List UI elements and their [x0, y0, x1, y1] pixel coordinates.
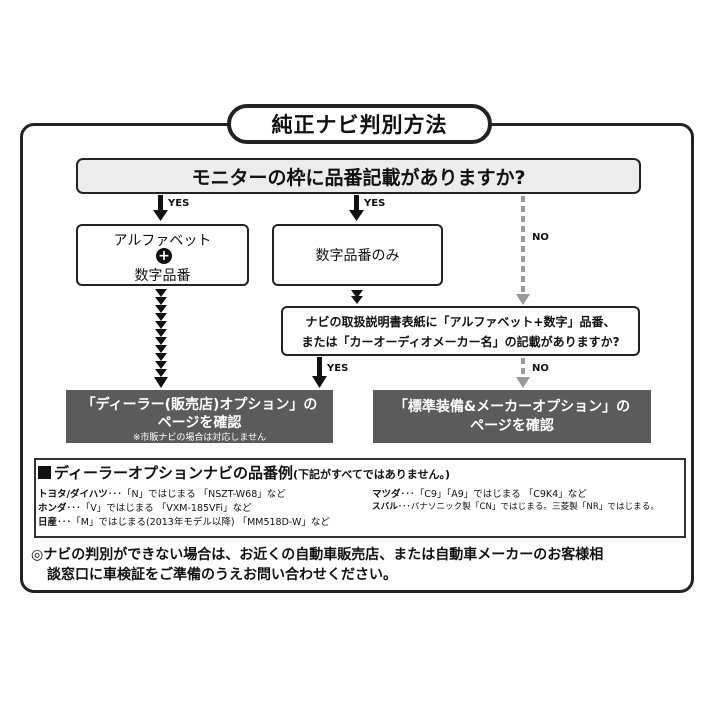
example-text: ･･･「N」ではじまる 「NSZT-W68」など: [107, 489, 286, 500]
box-alphabet-plus-number: アルファベット + 数字品番: [76, 224, 249, 286]
yes-label-lower: YES: [327, 363, 349, 374]
example-text: ･･･「V」ではじまる 「VXM-185VFi」など: [66, 503, 252, 514]
example-maker: トヨタ/ダイハツ: [38, 489, 108, 500]
no-label-lower: NO: [532, 363, 549, 374]
example-text: ･･･パナソニック製「CN」ではじまる。三菱製「NR」ではじまる。: [397, 502, 659, 512]
example-text: ･･･「M」ではじまる(2013年モデル以降) 「MM518D-W」など: [57, 517, 330, 528]
yes-label-middle: YES: [364, 198, 386, 209]
result-dealer-note: ※市販ナビの場合は対応しません: [132, 433, 267, 443]
chevron-chain-left: [154, 289, 168, 388]
result-standard-maker-option: 「標準装備&メーカーオプション」の ページを確認: [373, 390, 651, 443]
question-monitor-part-number: モニターの枠に品番記載がありますか?: [76, 158, 641, 194]
yes-arrow-middle: [349, 195, 364, 221]
question-manual-line2: または「カーオーディオメーカー名」の記載がありますか?: [301, 335, 620, 349]
example-maker: スバル: [372, 502, 398, 512]
question-manual-cover: ナビの取扱説明書表紙に「アルファベット+数字」品番、 または「カーオーディオメー…: [281, 306, 640, 356]
example-text: ･･･「C9」「A9」ではじまる 「C9K4」など: [400, 489, 587, 500]
footer-line1: ◎ナビの判別ができない場合は、お近くの自動車販売店、または自動車メーカーのお客様…: [31, 547, 604, 563]
no-label-top: NO: [532, 232, 549, 243]
footer-line2: 談窓口に車検証をご準備のうえお問い合わせください。: [47, 567, 397, 583]
example-right-2: スバル･･･パナソニック製「CN」ではじまる。三菱製「NR」ではじまる。: [372, 500, 659, 512]
example-maker: マツダ: [372, 489, 401, 500]
yes-arrow-lower: [312, 357, 327, 388]
square-bullet-icon: [38, 466, 51, 479]
example-left-1: トヨタ/ダイハツ･･･「N」ではじまる 「NSZT-W68」など: [38, 486, 286, 500]
result-standard-line1: 「標準装備&メーカーオプション」の: [393, 399, 631, 415]
plus-icon: +: [156, 248, 172, 264]
example-maker: 日産: [38, 517, 58, 528]
question-manual-line1: ナビの取扱説明書表紙に「アルファベット+数字」品番、: [305, 315, 616, 329]
yes-arrow-left: [153, 195, 168, 221]
box-numeric-only: 数字品番のみ: [272, 224, 443, 286]
result-standard-line2: ページを確認: [470, 418, 554, 434]
yes-label-left: YES: [168, 198, 190, 209]
result-dealer-line2: ページを確認: [157, 415, 242, 431]
box-alpha-line1: アルファベット: [113, 233, 212, 249]
chevron-chain-middle: [351, 290, 363, 304]
result-dealer-option: 「ディーラー(販売店)オプション」の ページを確認 ※市販ナビの場合は対応しませ…: [66, 390, 333, 443]
diagram-title: 純正ナビ判別方法: [227, 104, 492, 144]
result-dealer-line1: 「ディーラー(販売店)オプション」の: [81, 397, 318, 413]
examples-heading: ディーラーオプションナビの品番例(下記がすべてではありません。): [38, 462, 450, 483]
examples-box: [34, 458, 686, 538]
examples-subheading: (下記がすべてではありません。): [292, 468, 450, 481]
no-arrow-right-top: [516, 196, 530, 305]
example-left-3: 日産･･･「M」ではじまる(2013年モデル以降) 「MM518D-W」など: [38, 514, 330, 528]
examples-heading-text: ディーラーオプションナビの品番例: [54, 464, 293, 482]
box-alpha-line2: 数字品番: [134, 268, 191, 284]
example-maker: ホンダ: [38, 503, 67, 514]
example-left-2: ホンダ･･･「V」ではじまる 「VXM-185VFi」など: [38, 500, 251, 514]
footer-note: ◎ナビの判別ができない場合は、お近くの自動車販売店、または自動車メーカーのお客様…: [31, 545, 691, 585]
example-right-1: マツダ･･･「C9」「A9」ではじまる 「C9K4」など: [372, 486, 587, 500]
no-arrow-right-lower: [516, 358, 530, 388]
